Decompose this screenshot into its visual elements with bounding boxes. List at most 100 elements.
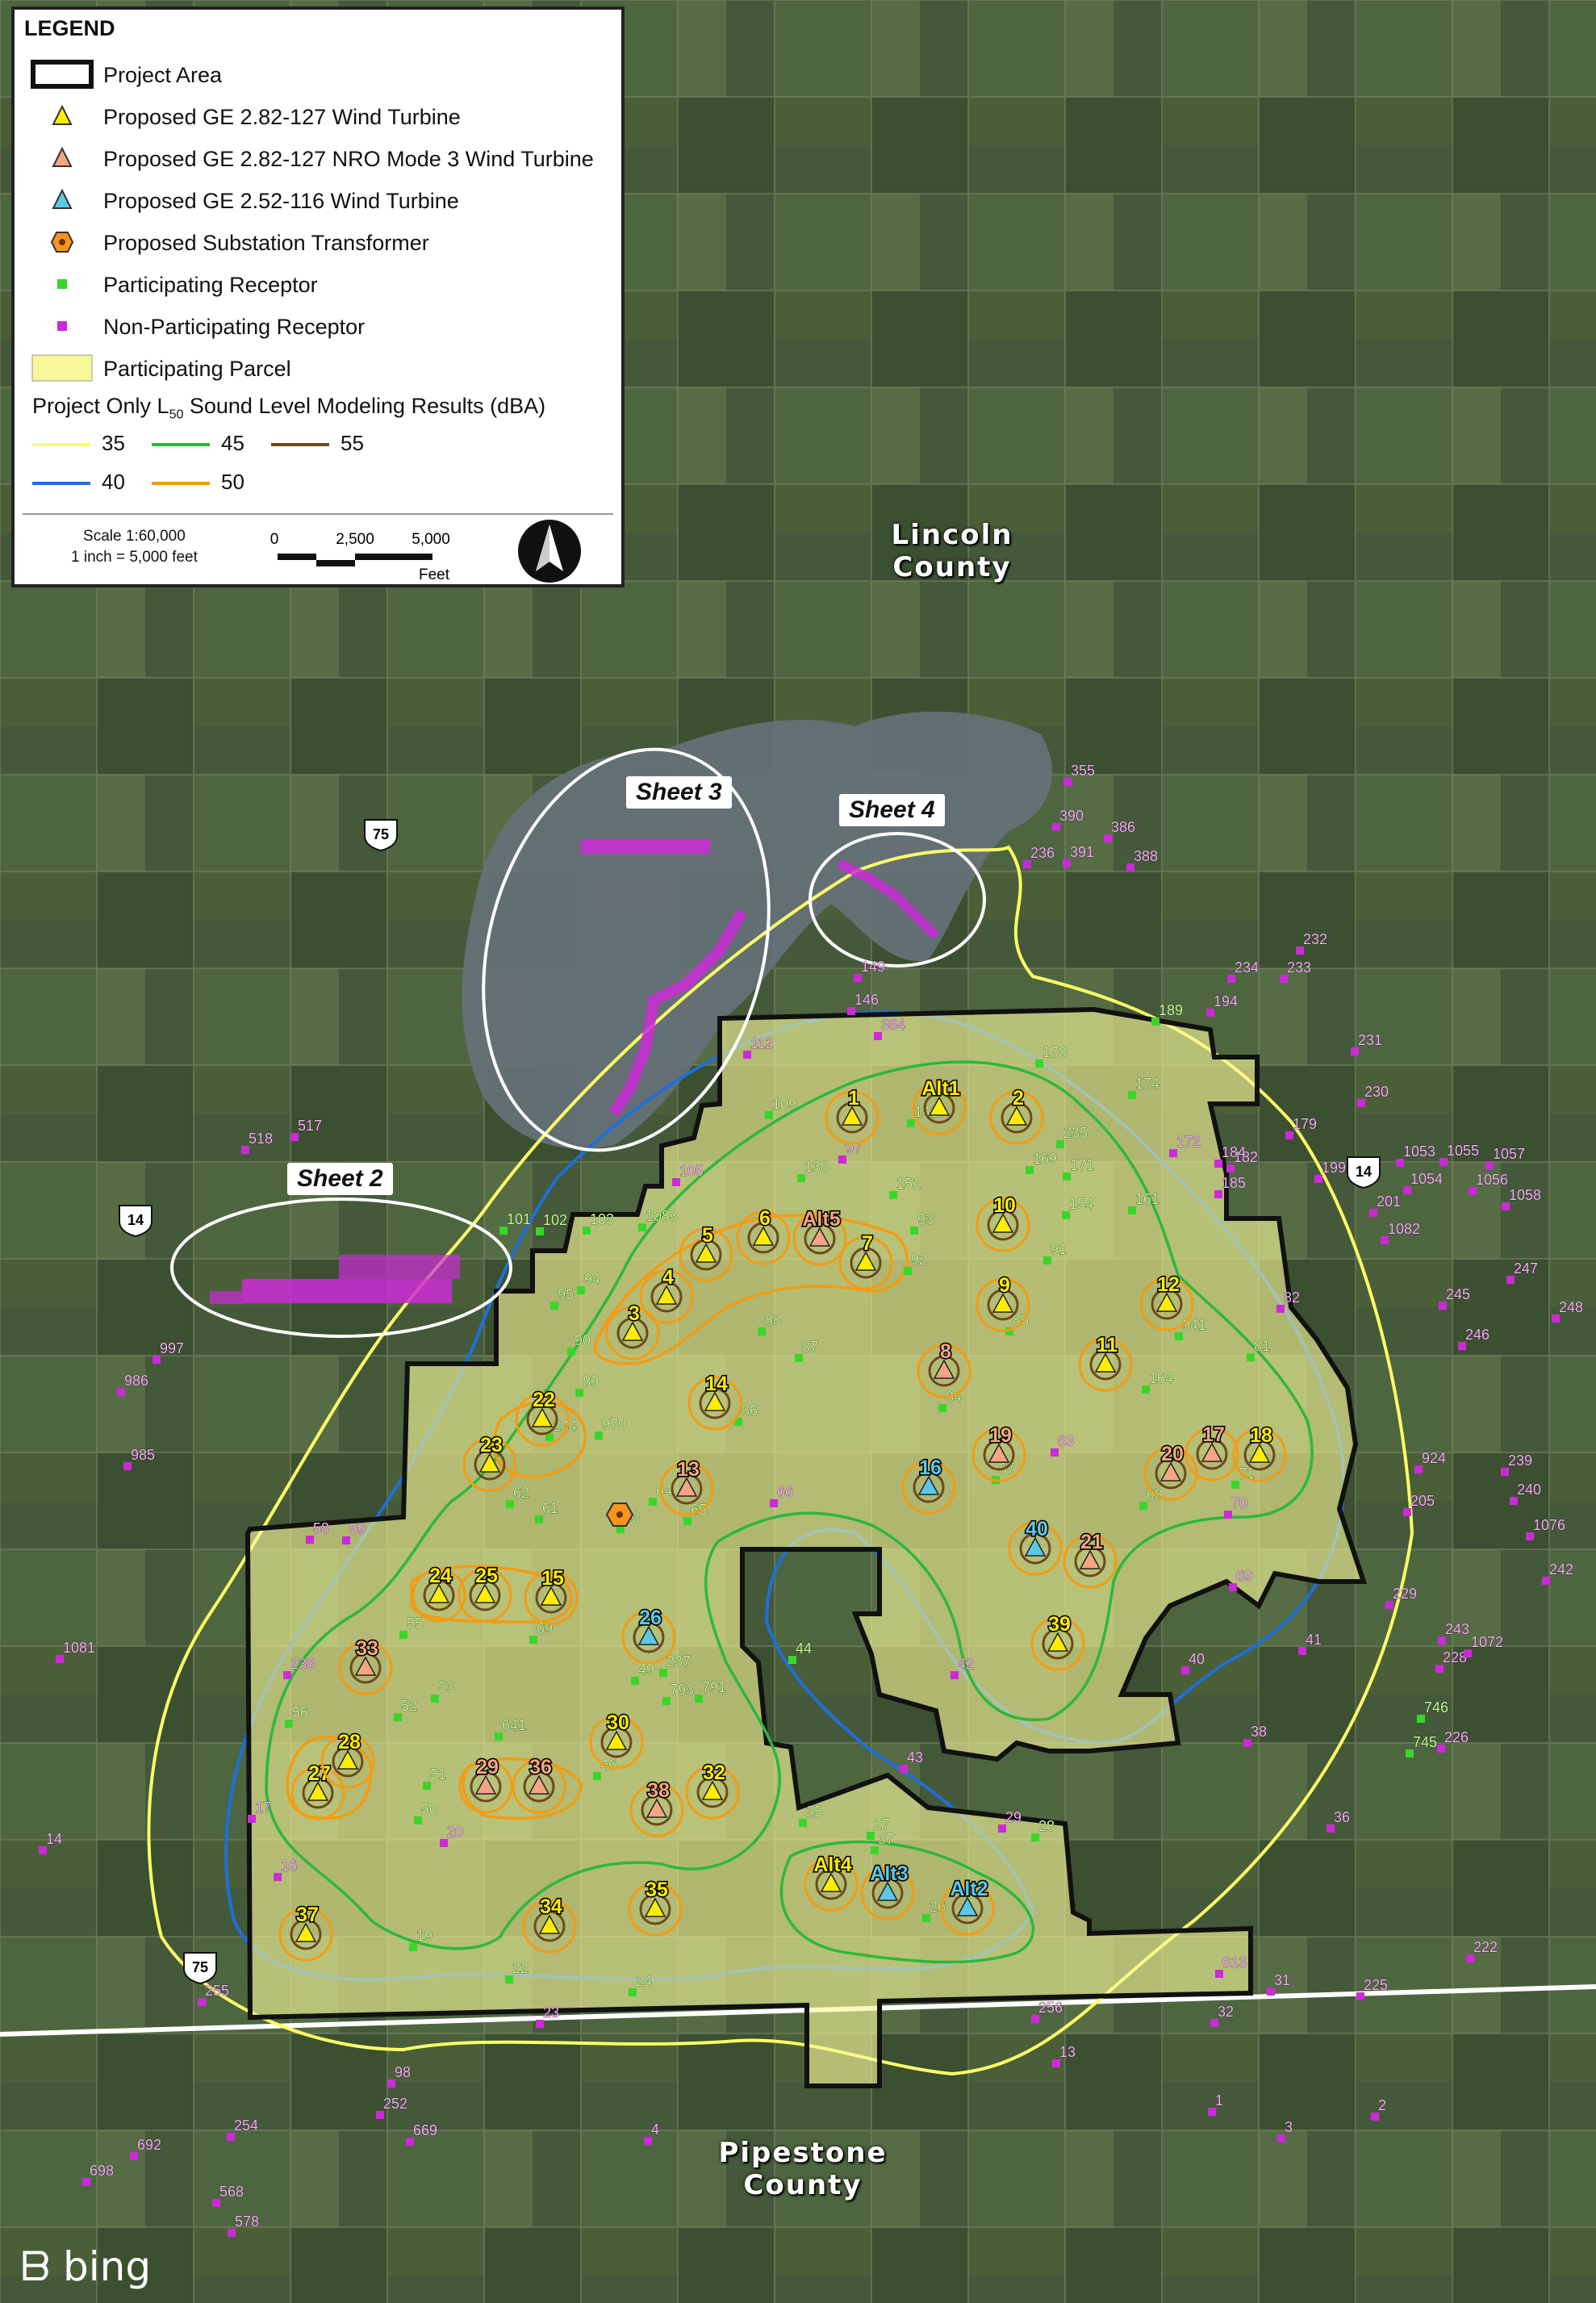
sheet-3-label[interactable]: Sheet 3 (626, 776, 732, 809)
non-participating-receptor-578[interactable]: 578 (228, 2213, 259, 2237)
project-area-parcels[interactable] (244, 1006, 1368, 2088)
non-participating-receptor-692[interactable]: 692 (130, 2137, 161, 2160)
turbine-35[interactable]: 35 (628, 1877, 683, 1937)
participating-receptor-86[interactable]: 86 (734, 1402, 758, 1426)
non-participating-receptor-391[interactable]: 391 (1063, 844, 1094, 867)
turbine-29[interactable]: 29 (458, 1754, 513, 1814)
participating-receptor-44[interactable]: 44 (788, 1641, 812, 1664)
turbine-2[interactable]: 2 (989, 1085, 1044, 1145)
non-participating-receptor-246[interactable]: 246 (1458, 1327, 1489, 1350)
participating-receptor-151[interactable]: 151 (889, 1176, 921, 1199)
non-participating-receptor-386[interactable]: 386 (1104, 819, 1135, 842)
turbine-37[interactable]: 37 (278, 1902, 333, 1962)
participating-receptor-109[interactable]: 109 (765, 1096, 796, 1119)
non-participating-receptor-14[interactable]: 14 (39, 1831, 62, 1854)
participating-receptor-28[interactable]: 28 (1031, 1818, 1055, 1841)
participating-receptor-103[interactable]: 103 (583, 1211, 614, 1235)
participating-receptor-641[interactable]: 641 (495, 1717, 526, 1741)
non-participating-receptor-248[interactable]: 248 (1552, 1299, 1583, 1323)
non-participating-receptor-149[interactable]: 149 (854, 959, 885, 982)
turbine-39[interactable]: 39 (1030, 1611, 1085, 1671)
participating-receptor-138[interactable]: 138 (797, 1159, 829, 1182)
participating-receptor-50[interactable]: 50 (414, 1801, 437, 1824)
non-participating-receptor-222[interactable]: 222 (1466, 1939, 1498, 1962)
participating-receptor-174[interactable]: 174 (1128, 1076, 1159, 1099)
participating-receptor-55[interactable]: 55 (399, 1615, 423, 1639)
non-participating-receptor-254[interactable]: 254 (227, 2117, 258, 2141)
non-participating-receptor-179[interactable]: 179 (1285, 1116, 1317, 1139)
turbine-10[interactable]: 10 (976, 1193, 1030, 1252)
non-participating-receptor-355[interactable]: 355 (1063, 763, 1095, 786)
turbine-6[interactable]: 6 (736, 1206, 791, 1265)
non-participating-receptor-4[interactable]: 4 (644, 2121, 659, 2145)
participating-receptor-161[interactable]: 161 (1128, 1191, 1159, 1214)
non-participating-receptor-146[interactable]: 146 (847, 992, 879, 1015)
turbine-11[interactable]: 11 (1078, 1332, 1133, 1392)
non-participating-receptor-199[interactable]: 199 (1314, 1160, 1346, 1183)
participating-receptor-94[interactable]: 94 (577, 1271, 600, 1294)
turbine-19[interactable]: 19 (971, 1423, 1026, 1482)
turbine-33[interactable]: 33 (338, 1636, 393, 1695)
non-participating-receptor-23[interactable]: 23 (536, 2004, 559, 2028)
non-participating-receptor-1056[interactable]: 1056 (1469, 1172, 1508, 1195)
non-participating-receptor-613[interactable]: 613 (1215, 1954, 1247, 1978)
non-participating-receptor-32[interactable]: 32 (1210, 2004, 1234, 2027)
non-participating-receptor-517[interactable]: 517 (290, 1118, 322, 1141)
non-participating-receptor-390[interactable]: 390 (1052, 808, 1084, 831)
sheet-4-label[interactable]: Sheet 4 (839, 794, 945, 826)
turbine-21[interactable]: 21 (1063, 1529, 1118, 1589)
participating-receptor-91[interactable]: 91 (1043, 1241, 1067, 1264)
non-participating-receptor-229[interactable]: 229 (1385, 1586, 1417, 1609)
non-participating-receptor-38[interactable]: 38 (1243, 1724, 1267, 1747)
non-participating-receptor-59[interactable]: 59 (342, 1521, 366, 1544)
non-participating-receptor-17[interactable]: 17 (248, 1799, 271, 1823)
non-participating-receptor-201[interactable]: 201 (1369, 1193, 1401, 1217)
turbine-36[interactable]: 36 (512, 1754, 566, 1814)
non-participating-receptor-40[interactable]: 40 (1181, 1651, 1205, 1674)
turbine-34[interactable]: 34 (522, 1894, 577, 1954)
non-participating-receptor-1054[interactable]: 1054 (1403, 1171, 1443, 1194)
participating-receptor-235[interactable]: 235 (1056, 1125, 1088, 1148)
non-participating-receptor-172[interactable]: 172 (1169, 1134, 1201, 1157)
non-participating-receptor-225[interactable]: 225 (1356, 1977, 1388, 2000)
non-participating-receptor-184[interactable]: 184 (1214, 1144, 1246, 1168)
participating-receptor-164[interactable]: 164 (1142, 1370, 1173, 1394)
participating-receptor-37[interactable]: 37 (871, 1831, 894, 1854)
participating-receptor-189[interactable]: 189 (1151, 1002, 1183, 1026)
turbine-27[interactable]: 27 (290, 1761, 345, 1820)
turbine-3[interactable]: 3 (605, 1301, 660, 1360)
participating-receptor-793[interactable]: 793 (662, 1682, 694, 1705)
non-participating-receptor-924[interactable]: 924 (1414, 1450, 1446, 1473)
turbine-38[interactable]: 38 (629, 1778, 684, 1837)
participating-receptor-791[interactable]: 791 (695, 1679, 726, 1703)
non-participating-receptor-239[interactable]: 239 (1501, 1452, 1532, 1476)
participating-receptor-1083[interactable]: 1083 (638, 1208, 678, 1231)
participating-receptor-52[interactable]: 52 (394, 1698, 417, 1721)
participating-receptor-87[interactable]: 87 (795, 1339, 818, 1362)
non-participating-receptor-252[interactable]: 252 (376, 2096, 407, 2119)
non-participating-receptor-1072[interactable]: 1072 (1464, 1634, 1503, 1657)
non-participating-receptor-228[interactable]: 228 (1435, 1649, 1467, 1673)
non-participating-receptor-985[interactable]: 985 (123, 1447, 155, 1470)
turbine-18[interactable]: 18 (1232, 1423, 1287, 1482)
participating-receptor-101[interactable]: 101 (499, 1211, 531, 1235)
participating-receptor-62[interactable]: 62 (506, 1485, 529, 1508)
turbine-5[interactable]: 5 (679, 1223, 733, 1282)
non-participating-receptor-698[interactable]: 698 (82, 2163, 114, 2186)
participating-receptor-745[interactable]: 745 (1406, 1734, 1437, 1758)
turbine-8[interactable]: 8 (917, 1339, 971, 1398)
non-participating-receptor-242[interactable]: 242 (1542, 1561, 1573, 1585)
participating-receptor-169[interactable]: 169 (1026, 1151, 1057, 1174)
non-participating-receptor-236[interactable]: 236 (1023, 845, 1055, 868)
non-participating-receptor-245[interactable]: 245 (1439, 1286, 1470, 1310)
turbine-30[interactable]: 30 (589, 1710, 644, 1770)
non-participating-receptor-986[interactable]: 986 (117, 1373, 148, 1396)
participating-receptor-24[interactable]: 24 (629, 1973, 652, 1996)
participating-receptor-51[interactable]: 51 (423, 1766, 446, 1790)
non-participating-receptor-66[interactable]: 66 (770, 1484, 793, 1507)
non-participating-receptor-226[interactable]: 226 (1437, 1729, 1469, 1753)
participating-receptor-61[interactable]: 61 (535, 1500, 558, 1523)
non-participating-receptor-41[interactable]: 41 (1298, 1632, 1322, 1655)
turbine-13[interactable]: 13 (659, 1457, 714, 1516)
non-participating-receptor-182[interactable]: 182 (1226, 1149, 1258, 1172)
